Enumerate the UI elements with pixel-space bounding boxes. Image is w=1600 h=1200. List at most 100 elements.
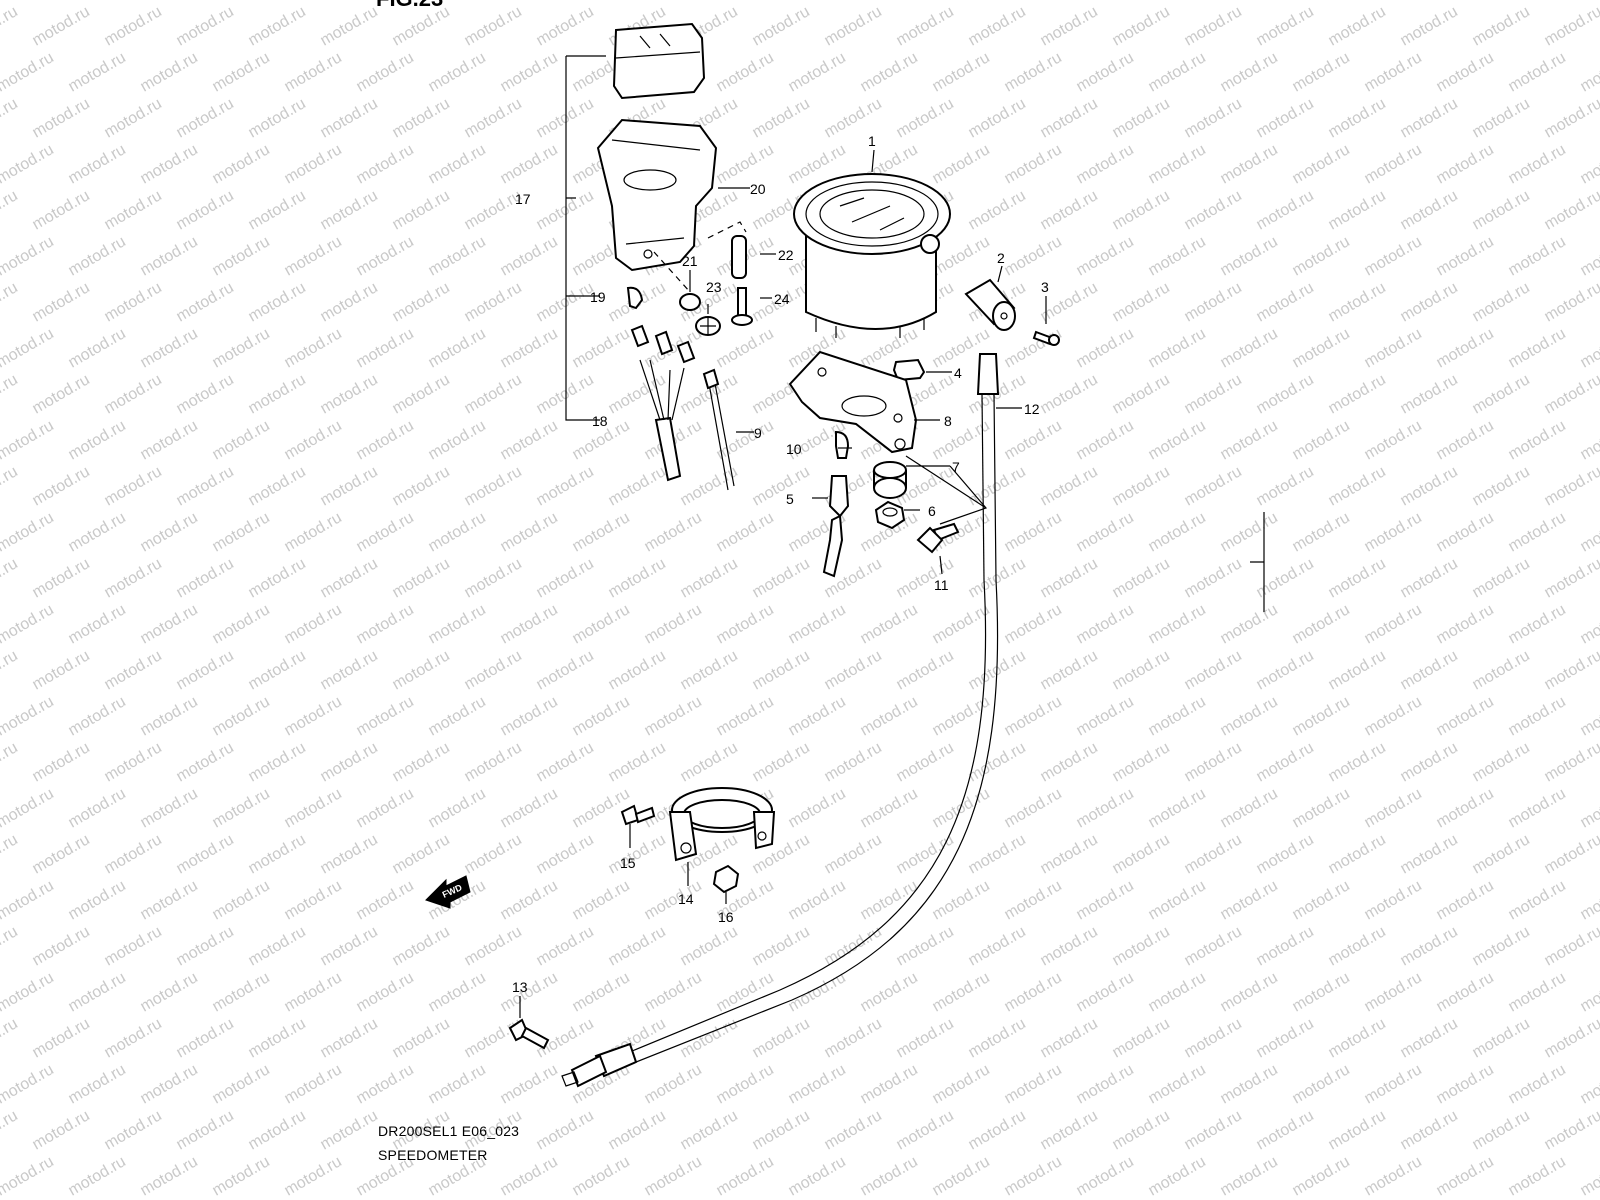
nut-16 [712, 864, 740, 894]
watermark-text: motod.ru [1470, 95, 1533, 141]
watermark-text: motod.ru [1290, 141, 1353, 187]
watermark-text: motod.ru [498, 49, 561, 95]
watermark-text: motod.ru [462, 555, 525, 601]
watermark-text: motod.ru [390, 647, 453, 693]
watermark-text: motod.ru [246, 187, 309, 233]
watermark-text: motod.ru [354, 0, 417, 3]
watermark-text: motod.ru [1506, 325, 1569, 371]
watermark-text: motod.ru [1110, 923, 1173, 969]
watermark-text: motod.ru [1506, 1061, 1569, 1107]
watermark-text: motod.ru [0, 95, 21, 141]
watermark-text: motod.ru [1074, 969, 1137, 1015]
watermark-text: motod.ru [1470, 1107, 1533, 1153]
callout-9: 9 [754, 425, 762, 441]
watermark-text: motod.ru [426, 693, 489, 739]
watermark-text: motod.ru [858, 969, 921, 1015]
watermark-text: motod.ru [606, 647, 669, 693]
watermark-text: motod.ru [282, 233, 345, 279]
watermark-text: motod.ru [966, 739, 1029, 785]
watermark-text: motod.ru [1398, 1107, 1461, 1153]
watermark-text: motod.ru [1146, 1153, 1209, 1199]
watermark-text: motod.ru [1146, 693, 1209, 739]
callout-2: 2 [997, 250, 1005, 266]
watermark-text: motod.ru [174, 1107, 237, 1153]
watermark-text: motod.ru [1074, 509, 1137, 555]
watermark-text: motod.ru [1434, 509, 1497, 555]
watermark-text: motod.ru [822, 923, 885, 969]
watermark-text: motod.ru [1002, 601, 1065, 647]
watermark-text: motod.ru [1074, 1061, 1137, 1107]
watermark-text: motod.ru [1002, 969, 1065, 1015]
watermark-text: motod.ru [1218, 785, 1281, 831]
watermark-text: motod.ru [1290, 49, 1353, 95]
watermark-text: motod.ru [1470, 923, 1533, 969]
watermark-text: motod.ru [1146, 969, 1209, 1015]
watermark-text: motod.ru [282, 509, 345, 555]
watermark-text: motod.ru [246, 923, 309, 969]
watermark-text: motod.ru [750, 739, 813, 785]
watermark-text: motod.ru [678, 647, 741, 693]
watermark-text: motod.ru [174, 187, 237, 233]
watermark-text: motod.ru [282, 785, 345, 831]
watermark-text: motod.ru [1182, 3, 1245, 49]
watermark-text: motod.ru [1254, 187, 1317, 233]
watermark-text: motod.ru [606, 739, 669, 785]
watermark-text: motod.ru [1434, 417, 1497, 463]
watermark-text: motod.ru [858, 0, 921, 3]
watermark-text: motod.ru [0, 141, 57, 187]
watermark-text: motod.ru [858, 693, 921, 739]
watermark-text: motod.ru [1218, 601, 1281, 647]
watermark-text: motod.ru [1002, 233, 1065, 279]
watermark-text: motod.ru [570, 601, 633, 647]
watermark-text: motod.ru [1218, 693, 1281, 739]
watermark-text: motod.ru [1182, 923, 1245, 969]
watermark-text: motod.ru [1578, 509, 1600, 555]
watermark-text: motod.ru [102, 739, 165, 785]
watermark-text: motod.ru [1074, 49, 1137, 95]
watermark-text: motod.ru [0, 601, 57, 647]
watermark-text: motod.ru [138, 1153, 201, 1199]
screw-3 [1032, 330, 1060, 346]
watermark-text: motod.ru [1470, 187, 1533, 233]
watermark-text: motod.ru [1578, 693, 1600, 739]
watermark-text: motod.ru [30, 3, 93, 49]
watermark-text: motod.ru [534, 95, 597, 141]
watermark-text: motod.ru [102, 95, 165, 141]
watermark-text: motod.ru [210, 141, 273, 187]
watermark-text: motod.ru [894, 3, 957, 49]
watermark-text: motod.ru [462, 923, 525, 969]
watermark-text: motod.ru [642, 1061, 705, 1107]
watermark-text: motod.ru [1038, 555, 1101, 601]
watermark-text: motod.ru [0, 3, 21, 49]
watermark-text: motod.ru [894, 647, 957, 693]
watermark-text: motod.ru [390, 463, 453, 509]
watermark-text: motod.ru [1218, 0, 1281, 3]
watermark-text: motod.ru [534, 555, 597, 601]
watermark-text: motod.ru [138, 325, 201, 371]
watermark-text: motod.ru [1362, 0, 1425, 3]
watermark-text: motod.ru [246, 3, 309, 49]
watermark-text: motod.ru [138, 969, 201, 1015]
watermark-text: motod.ru [210, 1153, 273, 1199]
watermark-text: motod.ru [0, 923, 21, 969]
watermark-text: motod.ru [498, 325, 561, 371]
watermark-text: motod.ru [678, 923, 741, 969]
watermark-text: motod.ru [390, 555, 453, 601]
watermark-text: motod.ru [1218, 877, 1281, 923]
watermark-text: motod.ru [1542, 647, 1600, 693]
watermark-text: motod.ru [714, 969, 777, 1015]
watermark-text: motod.ru [534, 371, 597, 417]
watermark-text: motod.ru [894, 1107, 957, 1153]
callout-14: 14 [678, 891, 694, 907]
watermark-text: motod.ru [1290, 785, 1353, 831]
watermark-text: motod.ru [30, 371, 93, 417]
watermark-text: motod.ru [642, 877, 705, 923]
nut-6 [874, 500, 906, 530]
watermark-text: motod.ru [1398, 187, 1461, 233]
watermark-text: motod.ru [0, 233, 57, 279]
watermark-text: motod.ru [570, 877, 633, 923]
watermark-text: motod.ru [534, 647, 597, 693]
watermark-text: motod.ru [534, 3, 597, 49]
watermark-text: motod.ru [138, 601, 201, 647]
watermark-text: motod.ru [966, 463, 1029, 509]
